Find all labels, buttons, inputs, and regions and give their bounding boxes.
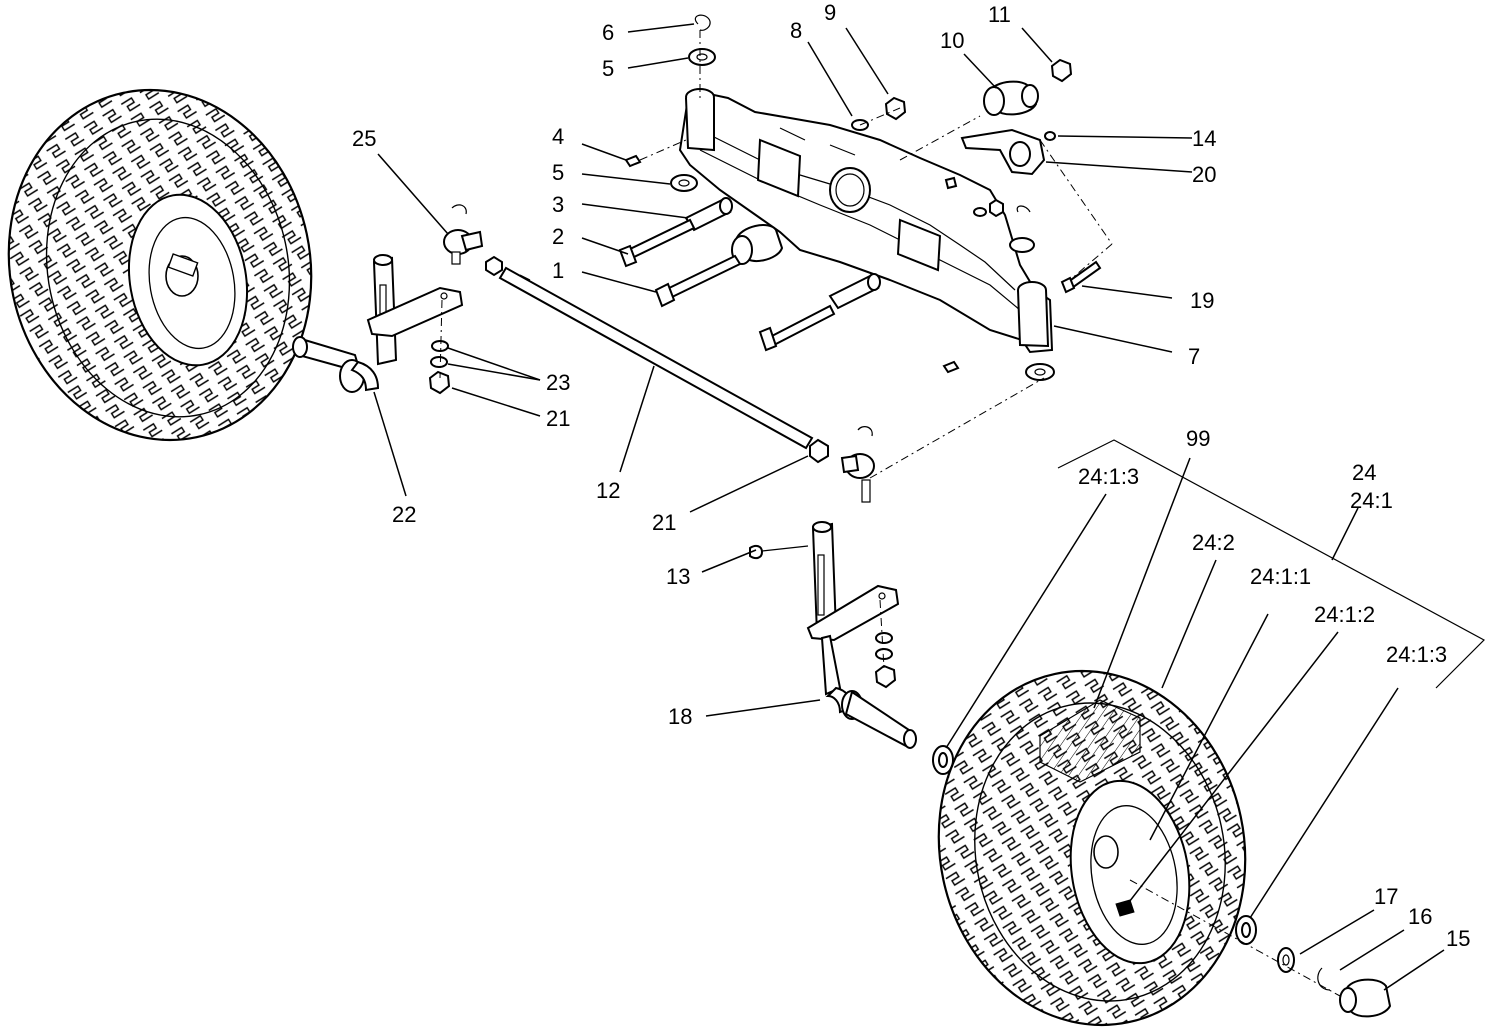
- leader-lines: [373, 23, 1445, 991]
- right-spindle: [749, 521, 917, 749]
- callout-23: 23: [546, 370, 570, 395]
- callout-24-1-2: 24:1:2: [1314, 602, 1375, 627]
- callout-8: 8: [790, 18, 802, 43]
- callout-21-left: 21: [546, 406, 570, 431]
- callout-7: 7: [1188, 344, 1200, 369]
- callout-24-1-3-lower: 24:1:3: [1386, 642, 1447, 667]
- callout-18: 18: [668, 704, 692, 729]
- callout-1: 1: [552, 258, 564, 283]
- tie-rod: [498, 266, 829, 464]
- axle-hardware: [618, 14, 1113, 479]
- callout-24-1-3-upper: 24:1:3: [1078, 464, 1139, 489]
- callout-20: 20: [1192, 162, 1216, 187]
- callout-13: 13: [666, 564, 690, 589]
- left-spindle: [292, 254, 464, 393]
- tire-label-area: [1039, 699, 1141, 783]
- right-tie-rod-end: [840, 426, 875, 503]
- callout-3: 3: [552, 192, 564, 217]
- callout-10: 10: [940, 28, 964, 53]
- group-bracket-24: [1057, 439, 1485, 689]
- callout-99: 99: [1186, 426, 1210, 451]
- callout-14: 14: [1192, 126, 1216, 151]
- pivot-bracket-assembly: [960, 58, 1073, 176]
- callout-19: 19: [1190, 288, 1214, 313]
- callout-12: 12: [596, 478, 620, 503]
- callout-25: 25: [352, 126, 376, 151]
- callout-5-lower: 5: [552, 160, 564, 185]
- callout-2: 2: [552, 224, 564, 249]
- right-hub: [1093, 835, 1119, 869]
- callout-17: 17: [1374, 884, 1398, 909]
- callout-22: 22: [392, 502, 416, 527]
- callout-21-right: 21: [652, 510, 676, 535]
- valve-stem: [1115, 899, 1135, 917]
- callout-16: 16: [1408, 904, 1432, 929]
- callout-24-1-1: 24:1:1: [1250, 564, 1311, 589]
- callout-5-top: 5: [602, 56, 614, 81]
- callout-24: 24: [1352, 460, 1376, 485]
- callout-24-1: 24:1: [1350, 488, 1393, 513]
- callout-9: 9: [824, 0, 836, 25]
- callout-labels: 6 5 8 9 10 11 4 5 3 2 1 14 20 19 7 25 23…: [352, 0, 1470, 951]
- hub-hardware: [1129, 879, 1392, 1018]
- callout-15: 15: [1446, 926, 1470, 951]
- callout-4: 4: [552, 124, 564, 149]
- right-wheel-assembly: [937, 669, 1247, 1027]
- callout-24-2: 24:2: [1192, 530, 1235, 555]
- callout-11: 11: [988, 2, 1011, 27]
- left-washers-and-nut: [428, 299, 451, 395]
- left-wheel-assembly: [7, 88, 313, 442]
- left-tie-rod-end: [443, 204, 503, 277]
- inner-bearing: [932, 745, 954, 775]
- callout-6: 6: [602, 20, 614, 45]
- front-axle: [678, 88, 1054, 354]
- right-washers-and-nut: [874, 599, 897, 689]
